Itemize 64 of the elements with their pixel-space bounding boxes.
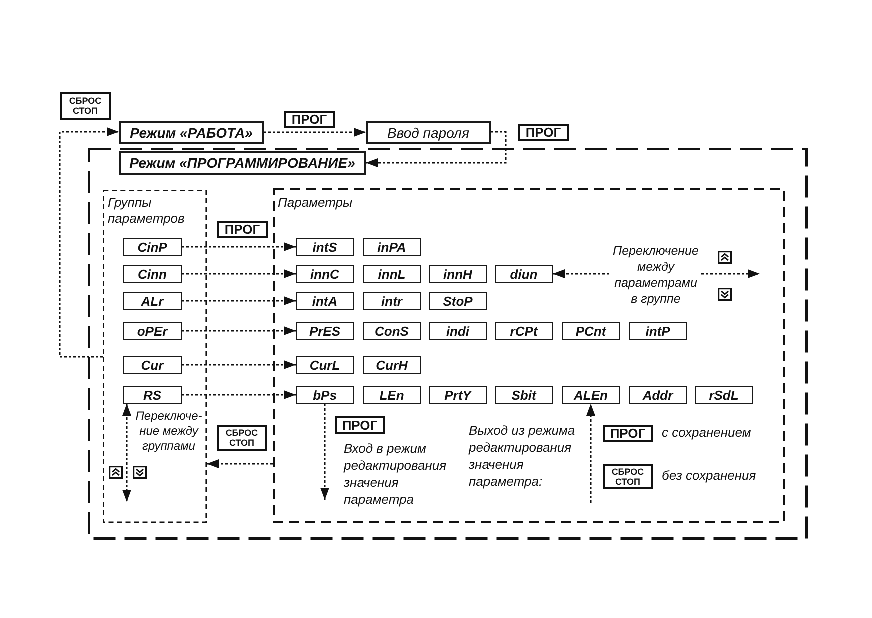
parameter-box: diun [495,265,553,283]
parameter-box: Addr [629,386,687,404]
parameter-box: LEn [363,386,421,404]
arrow [264,128,366,137]
mode-box: Режим «РАБОТА» [119,121,264,144]
parameter-box: indi [429,322,487,340]
key-label: СБРОС СТОП [217,425,267,451]
parameter-box: PrtY [429,386,487,404]
parameter-frame [273,188,785,523]
parameter-box: CurH [363,356,421,374]
double-arrow [122,404,132,502]
parameter-box: intr [363,292,421,310]
key-box: СБРОС СТОП [603,464,653,489]
parameter-box: Sbit [495,386,553,404]
key-label: ПРОГ [518,124,569,141]
frame-title: Группы параметров [108,195,186,227]
parameter-box: PrES [296,322,354,340]
key-label: ПРОГ [217,221,268,238]
parameter-box: innL [363,265,421,283]
arrow [182,242,296,252]
key-caption: без сохранения [662,468,756,484]
parameter-box: inPA [363,238,421,256]
arrow [59,128,119,358]
arrow [320,404,330,500]
group-box: RS [123,386,182,404]
group-box: Cinn [123,265,182,283]
parameter-box: bPs [296,386,354,404]
parameter-box: intP [629,322,687,340]
key-box: ПРОГ [603,425,653,442]
parameter-box: ConS [363,322,421,340]
parameter-box: innH [429,265,487,283]
arrow [586,404,596,503]
mode-frame [88,148,808,540]
password-entry-box: Ввод пароля [366,121,491,144]
parameter-box: intS [296,238,354,256]
parameter-box: CurL [296,356,354,374]
key-label: ПРОГ [335,416,385,434]
key-caption: с сохранением [662,425,752,441]
edge-label: Переключе-ние между группами [134,408,204,454]
parameter-box: ALEn [562,386,620,404]
arrow [182,270,296,278]
arrow [182,390,296,400]
group-frame [103,190,207,523]
arrow [207,460,273,468]
arrow [182,296,296,306]
group-box: oPEr [123,322,182,340]
note-text: Вход в режим редактирования значения параметра [344,440,448,508]
parameter-box: rCPt [495,322,553,340]
mode-box: Режим «ПРОГРАММИРОВАНИЕ» [119,151,366,175]
key-label: ПРОГ [284,111,335,128]
parameter-box: PCnt [562,322,620,340]
group-box: ALr [123,292,182,310]
group-box: Cur [123,356,182,374]
parameter-box: innC [296,265,354,283]
note-text: Выход из режима редактирования значения параметра: [469,422,576,490]
parameter-box: intA [296,292,354,310]
key-label: СБРОС СТОП [60,92,111,120]
arrow [182,360,296,370]
arrow [366,131,507,168]
arrow [182,326,296,336]
group-box: CinP [123,238,182,256]
parameter-box: StoP [429,292,487,310]
frame-title: Параметры [278,195,353,211]
parameter-box: rSdL [695,386,753,404]
